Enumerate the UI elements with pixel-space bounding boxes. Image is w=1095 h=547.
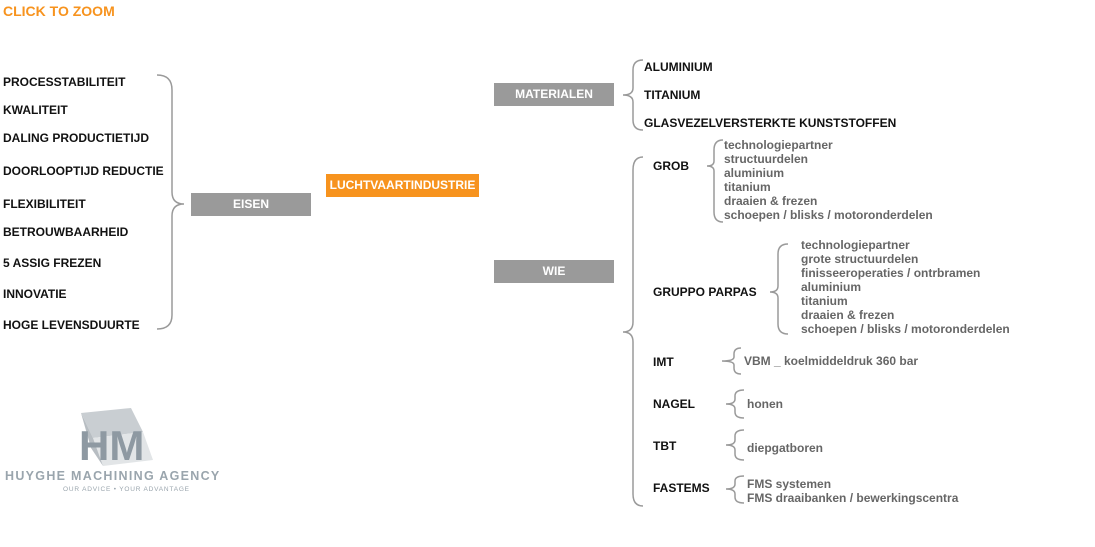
detail-item: aluminium (724, 166, 785, 180)
nagel-detail: honen (747, 397, 783, 411)
nagel-bracket (725, 389, 745, 419)
detail-item: titanium (724, 180, 771, 194)
click-to-zoom-link[interactable]: CLICK TO ZOOM (3, 3, 115, 19)
detail-item: technologiepartner (801, 238, 910, 252)
detail-item: draaien & frezen (801, 308, 895, 322)
company-name: GRUPPO PARPAS (653, 285, 757, 299)
detail-item: titanium (801, 294, 848, 308)
company-name: TBT (653, 439, 677, 453)
grob-details: technologiepartner structuurdelen alumin… (724, 138, 933, 222)
company-name: FASTEMS (653, 481, 710, 495)
requirement-item: HOGE LEVENSDUURTE (3, 318, 140, 332)
companies-bracket (622, 156, 644, 507)
logo-name: HUYGHE MACHINING AGENCY (5, 469, 221, 483)
company-name: NAGEL (653, 397, 695, 411)
materials-bracket (622, 59, 644, 131)
hm-logo-icon: HM (79, 408, 153, 469)
tbt-bracket (725, 429, 745, 461)
requirement-item: FLEXIBILITEIT (3, 197, 86, 211)
wie-box: WIE (494, 260, 614, 283)
requirement-item: 5 ASSIG FREZEN (3, 256, 102, 270)
detail-item: aluminium (801, 280, 862, 294)
detail-item: schoepen / blisks / motoronderdelen (801, 322, 1010, 336)
detail-item: draaien & frezen (724, 194, 818, 208)
center-topic-box: LUCHTVAARTINDUSTRIE (326, 174, 479, 197)
requirement-item: PROCESSTABILITEIT (3, 75, 126, 89)
detail-item: finisseeroperaties / ontrbramen (801, 266, 981, 280)
company-name: GROB (653, 159, 689, 173)
material-item: GLASVEZELVERSTERKTE KUNSTSTOFFEN (644, 116, 897, 130)
materialen-box: MATERIALEN (494, 83, 614, 106)
detail-item: FMS systemen (747, 477, 832, 491)
detail-item: structuurdelen (724, 152, 809, 166)
grob-bracket (706, 139, 724, 223)
fastems-bracket (725, 475, 745, 504)
company-logo: HM HUYGHE MACHINING AGENCY OUR ADVICE • … (3, 408, 221, 498)
eisen-box: EISEN (191, 193, 311, 216)
requirement-item: DOORLOOPTIJD REDUCTIE (3, 164, 164, 178)
fastems-details: FMS systemen FMS draaibanken / bewerking… (747, 477, 958, 505)
requirement-item: KWALITEIT (3, 103, 68, 117)
detail-item: schoepen / blisks / motoronderdelen (724, 208, 933, 222)
requirement-item: INNOVATIE (3, 287, 67, 301)
detail-item: technologiepartner (724, 138, 833, 152)
parpas-bracket (769, 243, 789, 335)
company-name: IMT (653, 355, 674, 369)
material-item: ALUMINIUM (644, 60, 713, 74)
requirements-bracket (156, 74, 185, 330)
detail-item: grote structuurdelen (801, 252, 919, 266)
tbt-detail: diepgatboren (747, 441, 824, 455)
imt-detail: VBM _ koelmiddeldruk 360 bar (744, 354, 919, 368)
imt-bracket (721, 347, 742, 375)
requirement-item: BETROUWBAARHEID (3, 225, 129, 239)
detail-item: FMS draaibanken / bewerkingscentra (747, 491, 959, 505)
logo-tagline: OUR ADVICE • YOUR ADVANTAGE (63, 486, 190, 493)
parpas-details: technologiepartner grote structuurdelen … (801, 238, 1010, 336)
material-item: TITANIUM (644, 88, 701, 102)
logo-monogram: HM (79, 422, 144, 469)
requirement-item: DALING PRODUCTIETIJD (3, 131, 150, 145)
